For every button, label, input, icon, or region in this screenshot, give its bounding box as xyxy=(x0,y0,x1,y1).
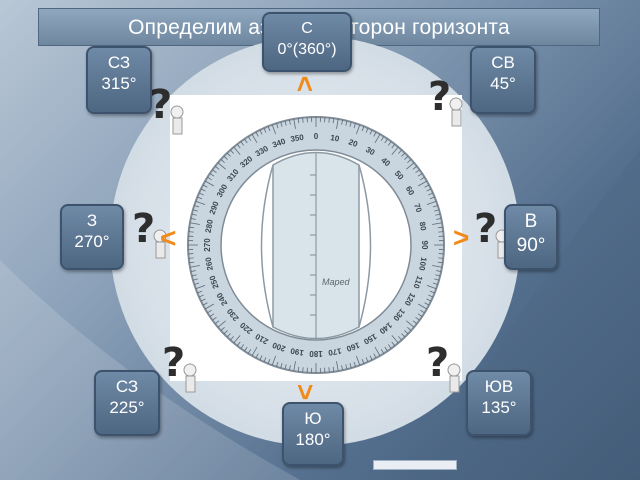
protractor-tick-label: 180 xyxy=(309,349,323,358)
question-mark-figure-icon: ? xyxy=(158,340,206,396)
east-button[interactable]: В 90° xyxy=(504,204,558,270)
svg-text:?: ? xyxy=(149,82,172,128)
direction-azimuth: 90° xyxy=(506,234,556,258)
slide-navigation-bar[interactable] xyxy=(373,460,457,470)
protractor-tick-label: 0 xyxy=(314,132,319,141)
question-mark-figure-icon: ? xyxy=(145,82,193,138)
question-mark-figure-icon: ? xyxy=(422,340,470,396)
direction-azimuth: 315° xyxy=(88,73,150,94)
direction-name: СВ xyxy=(472,52,534,73)
svg-text:?: ? xyxy=(426,340,449,386)
direction-azimuth: 135° xyxy=(468,397,530,418)
northeast-button[interactable]: СВ 45° xyxy=(470,46,536,114)
protractor-tick xyxy=(329,367,330,372)
protractor-tick xyxy=(303,367,304,372)
protractor-tick xyxy=(303,118,304,123)
direction-name: В xyxy=(506,210,556,234)
protractor-tick xyxy=(189,232,194,233)
direction-name: ЮВ xyxy=(468,376,530,397)
direction-azimuth: 0°(360°) xyxy=(264,39,350,60)
direction-azimuth: 180° xyxy=(284,429,342,450)
svg-text:?: ? xyxy=(474,206,497,252)
direction-name: СЗ xyxy=(96,376,158,397)
south-button[interactable]: Ю 180° xyxy=(282,402,344,466)
protractor-tick xyxy=(438,232,443,233)
protractor-tick-label: 270 xyxy=(203,238,212,252)
arrow-east-icon: > xyxy=(453,224,469,252)
question-mark-figure-icon: ? xyxy=(424,74,472,130)
arrow-west-icon: > xyxy=(160,224,176,252)
west-button[interactable]: З 270° xyxy=(60,204,124,270)
direction-name: С xyxy=(264,18,350,39)
protractor-tick xyxy=(189,258,194,259)
direction-name: З xyxy=(62,210,122,231)
direction-azimuth: 225° xyxy=(96,397,158,418)
svg-text:?: ? xyxy=(162,340,185,386)
southeast-button[interactable]: ЮВ 135° xyxy=(466,370,532,436)
northwest-button[interactable]: СЗ 315° xyxy=(86,46,152,114)
protractor-tick-label: 90 xyxy=(420,241,429,250)
southwest-button[interactable]: СЗ 225° xyxy=(94,370,160,436)
protractor-brand: Maped xyxy=(322,277,351,287)
protractor-tick xyxy=(329,118,330,123)
protractor-tick xyxy=(438,258,443,259)
svg-text:?: ? xyxy=(428,74,451,120)
direction-name: СЗ xyxy=(88,52,150,73)
protractor-image: 0102030405060708090100110120130140150160… xyxy=(170,95,462,381)
arrow-north-icon: > xyxy=(291,76,319,92)
svg-text:?: ? xyxy=(132,206,155,252)
direction-azimuth: 270° xyxy=(62,231,122,252)
north-button[interactable]: С 0°(360°) xyxy=(262,12,352,72)
direction-azimuth: 45° xyxy=(472,73,534,94)
arrow-south-icon: > xyxy=(291,384,319,400)
direction-name: Ю xyxy=(284,408,342,429)
